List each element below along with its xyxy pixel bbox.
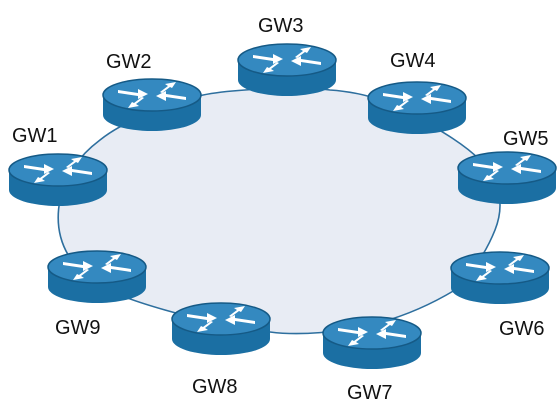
router-label-gw7: GW7 — [347, 382, 393, 404]
router-label-gw3: GW3 — [258, 15, 304, 37]
router-icon-gw5 — [457, 151, 557, 205]
network-cloud — [57, 86, 501, 335]
router-icon-gw2 — [102, 78, 202, 132]
router-label-gw6: GW6 — [499, 318, 545, 340]
router-icon-gw8 — [171, 302, 271, 356]
router-label-gw9: GW9 — [55, 317, 101, 339]
router-icon-gw7 — [322, 316, 422, 370]
router-icon-gw1 — [8, 153, 108, 207]
router-label-gw8: GW8 — [192, 376, 238, 398]
router-label-gw2: GW2 — [106, 51, 152, 73]
router-label-gw1: GW1 — [12, 125, 58, 147]
router-label-gw5: GW5 — [503, 128, 549, 150]
router-label-gw4: GW4 — [390, 50, 436, 72]
router-icon-gw9 — [47, 250, 147, 304]
router-icon-gw6 — [450, 251, 550, 305]
router-icon-gw3 — [237, 43, 337, 97]
router-icon-gw4 — [367, 81, 467, 135]
